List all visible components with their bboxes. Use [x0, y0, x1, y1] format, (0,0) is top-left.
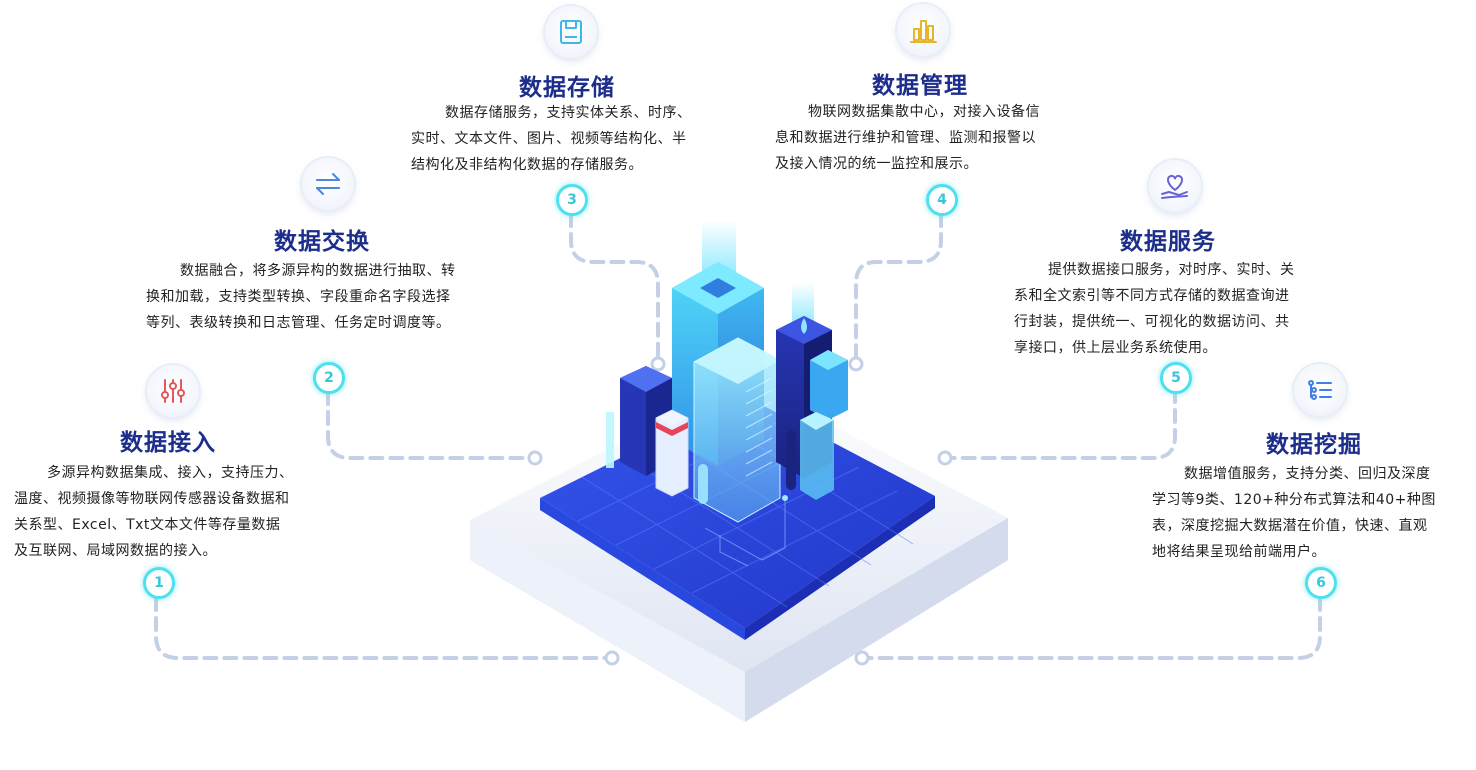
module-1-line-4: 及互联网、局域网数据的接入。: [14, 543, 217, 559]
module-2-description: 数据融合，将多源异构的数据进行抽取、转 换和加载，支持类型转换、字段重命名字段选…: [146, 258, 506, 336]
module-1-line-1: 多源异构数据集成、接入，支持压力、: [47, 465, 294, 481]
module-2-line-3: 等列、表级转换和日志管理、任务定时调度等。: [146, 315, 451, 331]
floppy-disk-icon: [560, 20, 582, 44]
module-3-description: 数据存储服务，支持实体关系、时序、 实时、文本文件、图片、视频等结构化、半 结构…: [411, 100, 736, 178]
module-6-description: 数据增值服务，支持分类、回归及深度 学习等9类、120+种分布式算法和40+种图…: [1152, 461, 1474, 565]
connector-line-1: [154, 596, 614, 660]
module-2-icon-badge: [302, 158, 354, 210]
sliders-icon: [161, 379, 185, 403]
module-5-title: 数据服务: [1120, 229, 1216, 255]
module-6-line-3: 表，深度挖掘大数据潜在价值，快速、直观: [1152, 518, 1428, 534]
connector-line-3: [569, 212, 660, 366]
module-4-icon-badge: [897, 4, 949, 56]
module-4-line-1: 物联网数据集散中心，对接入设备信: [808, 104, 1040, 120]
module-3-line-2: 实时、文本文件、图片、视频等结构化、半: [411, 131, 687, 147]
module-5-icon-badge: [1149, 160, 1201, 212]
module-3-icon-badge: [545, 6, 597, 58]
connector-line-6: [860, 596, 1322, 660]
module-6-line-4: 地将结果呈现给前端用户。: [1152, 544, 1326, 560]
connector-line-4: [854, 212, 943, 366]
module-2-line-1: 数据融合，将多源异构的数据进行抽取、转: [180, 263, 456, 279]
module-6-line-1: 数据增值服务，支持分类、回归及深度: [1184, 466, 1431, 482]
module-2-title: 数据交换: [274, 229, 370, 255]
tower-red-top: [655, 409, 689, 497]
connector-line-2: [326, 390, 537, 460]
module-1-line-3: 关系型、Excel、Txt文本文件等存量数据: [14, 517, 281, 533]
module-4-description: 物联网数据集散中心，对接入设备信 息和数据进行维护和管理、监测和报警以 及接入情…: [775, 99, 1075, 177]
module-1-icon-badge: [147, 365, 199, 417]
tower-lower-right: [800, 412, 834, 500]
module-3-title: 数据存储: [519, 75, 615, 101]
heart-in-hand-icon: [1161, 174, 1188, 199]
module-6-number-badge: 6: [1305, 567, 1337, 599]
module-1-title: 数据接入: [120, 430, 216, 456]
bar-chart-icon: [910, 20, 937, 43]
module-4-title: 数据管理: [872, 73, 968, 99]
module-4-line-2: 息和数据进行维护和管理、监测和报警以: [775, 130, 1036, 146]
tower-small-right: [810, 350, 848, 420]
module-5-line-4: 享接口，供上层业务系统使用。: [1014, 340, 1217, 356]
connector-node-3: [650, 356, 666, 372]
module-2-number-badge: 2: [313, 362, 345, 394]
connector-line-5: [943, 388, 1177, 460]
connector-node-4: [848, 356, 864, 372]
module-2-line-2: 换和加载，支持类型转换、字段重命名字段选择: [146, 289, 451, 305]
module-5-line-1: 提供数据接口服务，对时序、实时、关: [1048, 262, 1295, 278]
list-icon: [1308, 380, 1332, 400]
module-6-line-2: 学习等9类、120+种分布式算法和40+种图: [1152, 492, 1436, 508]
module-1-line-2: 温度、视频摄像等物联网传感器设备数据和: [14, 491, 290, 507]
module-6-title: 数据挖掘: [1266, 432, 1362, 458]
connector-node-6: [854, 650, 870, 666]
module-4-number-badge: 4: [926, 184, 958, 216]
connector-node-2: [527, 450, 543, 466]
module-3-line-1: 数据存储服务，支持实体关系、时序、: [445, 105, 692, 121]
module-5-line-2: 系和全文索引等不同方式存储的数据查询进: [1014, 288, 1290, 304]
module-3-line-3: 结构化及非结构化数据的存储服务。: [411, 157, 643, 173]
connector-node-1: [604, 650, 620, 666]
module-3-number-badge: 3: [556, 184, 588, 216]
module-5-description: 提供数据接口服务，对时序、实时、关 系和全文索引等不同方式存储的数据查询进 行封…: [1014, 257, 1339, 361]
module-5-number-badge: 5: [1160, 362, 1192, 394]
tower-glass: [693, 337, 781, 523]
connector-node-5: [937, 450, 953, 466]
module-4-line-3: 及接入情况的统一监控和展示。: [775, 156, 978, 172]
exchange-arrows-icon: [316, 173, 340, 195]
module-1-number-badge: 1: [143, 567, 175, 599]
module-5-line-3: 行封装，提供统一、可视化的数据访问、共: [1014, 314, 1290, 330]
module-6-icon-badge: [1294, 364, 1346, 416]
module-1-description: 多源异构数据集成、接入，支持压力、 温度、视频摄像等物联网传感器设备数据和 关系…: [14, 460, 339, 564]
